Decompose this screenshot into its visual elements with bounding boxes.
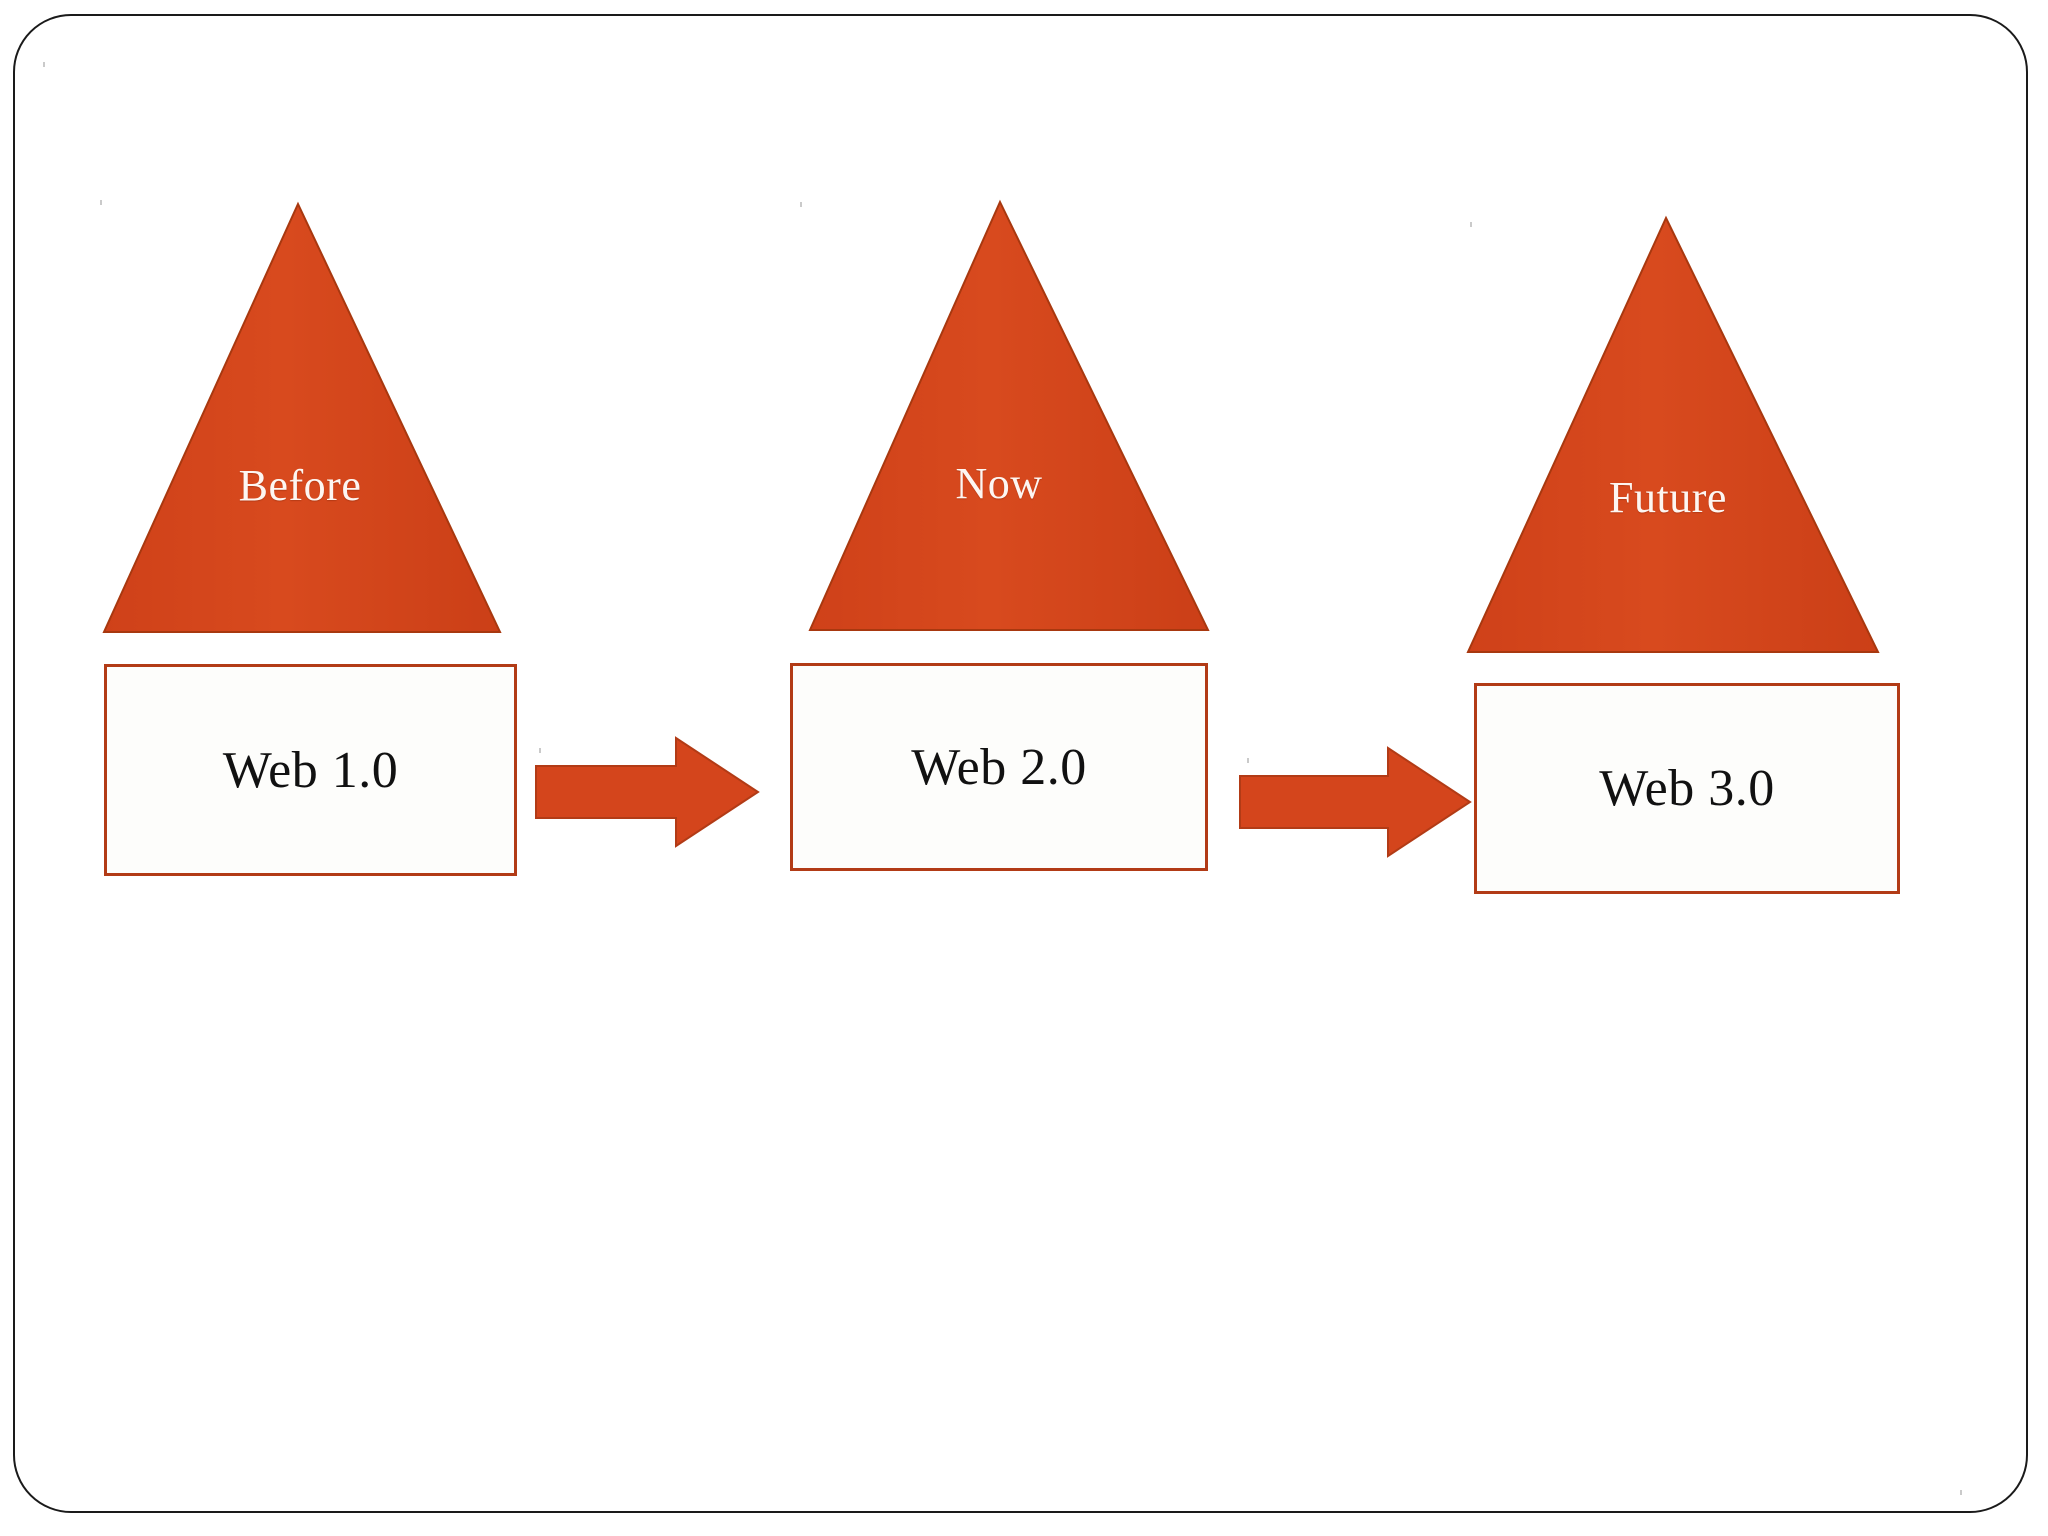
artifact-speck (800, 202, 802, 207)
artifact-speck (1960, 1490, 1962, 1495)
triangle-before-label: Before (238, 461, 362, 510)
artifact-speck (1247, 758, 1249, 763)
artifact-speck (43, 62, 45, 67)
arrow-web2-to-web3 (1238, 746, 1472, 858)
triangle-before[interactable] (100, 200, 504, 636)
triangle-now[interactable] (806, 198, 1212, 634)
triangle-future[interactable] (1464, 214, 1882, 656)
artifact-speck (100, 200, 102, 205)
arrow-web1-to-web2 (534, 736, 760, 848)
artifact-speck (539, 748, 541, 753)
box-web-1-label: Web 1.0 (222, 741, 399, 799)
box-web-1[interactable]: Web 1.0 (104, 664, 517, 876)
box-web-2[interactable]: Web 2.0 (790, 663, 1208, 871)
triangle-future-label: Future (1609, 473, 1727, 522)
box-web-2-label: Web 2.0 (911, 738, 1087, 796)
box-web-3-label: Web 3.0 (1599, 760, 1775, 817)
triangle-now-label: Now (955, 459, 1043, 508)
artifact-speck (1470, 222, 1472, 227)
box-web-3[interactable]: Web 3.0 (1474, 683, 1900, 894)
